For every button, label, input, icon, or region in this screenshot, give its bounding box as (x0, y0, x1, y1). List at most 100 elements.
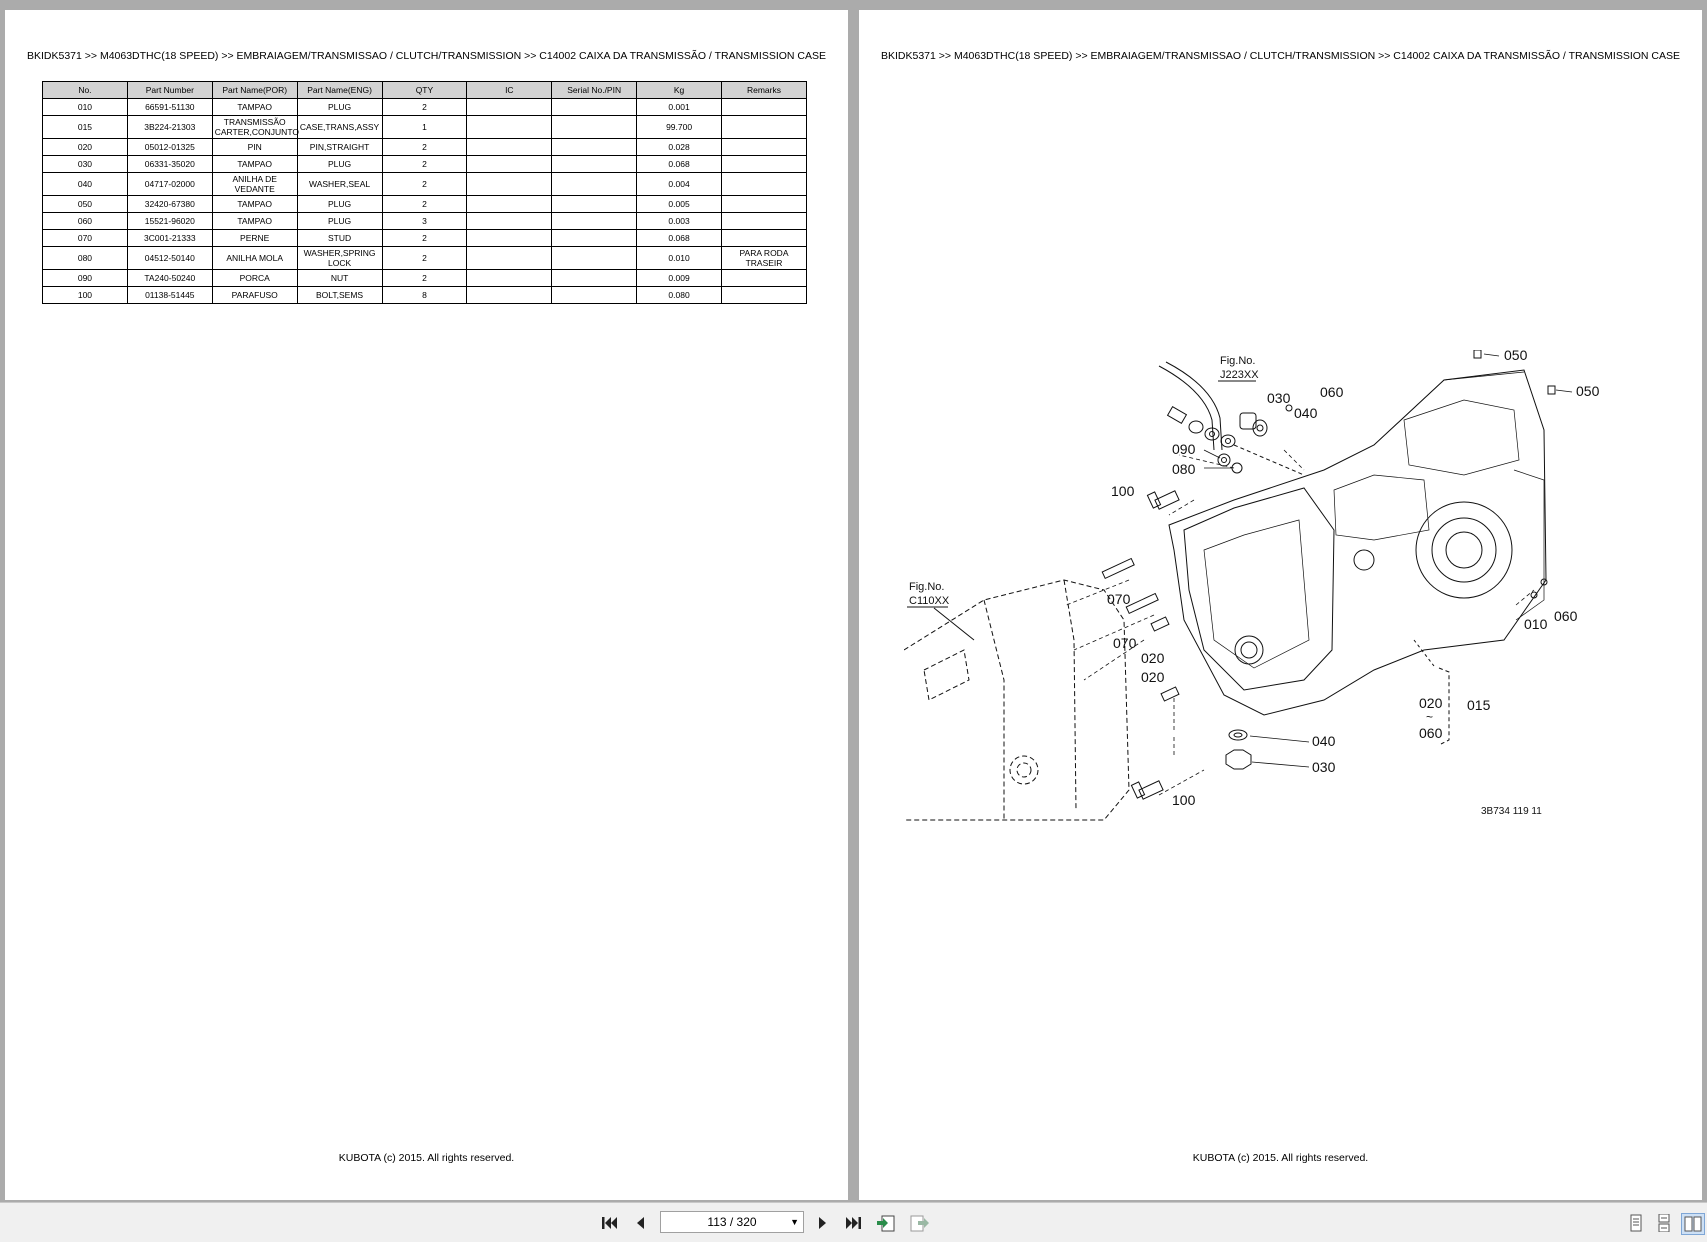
stud-070-b (1125, 592, 1159, 615)
cell-part-name-por: ANILHA DE VEDANTE (211, 172, 298, 196)
cell-serial (551, 138, 638, 156)
cell-remarks (721, 98, 807, 116)
callout-080: 080 (1172, 461, 1196, 477)
callout-060: 060 (1419, 725, 1443, 741)
cell-no: 060 (42, 212, 128, 230)
callout-leaders (1203, 353, 1573, 768)
table-header-row: No. Part Number Part Name(POR) Part Name… (42, 81, 807, 99)
fitting-assembly (1166, 405, 1236, 448)
plug-060-010 (1285, 404, 1548, 599)
col-part-name-eng: Part Name(ENG) (296, 81, 383, 99)
callout-020: 020 (1419, 695, 1443, 711)
cell-part-number: 3B224-21303 (126, 115, 213, 139)
cell-part-name-eng: BOLT,SEMS (296, 286, 383, 304)
cell-qty: 1 (381, 115, 468, 139)
cell-kg: 0.005 (636, 195, 722, 213)
cell-part-name-por: TAMPAO (211, 98, 298, 116)
cell-part-name-eng: WASHER,SPRING LOCK (296, 246, 383, 270)
breadcrumb: BKIDK5371 >> M4063DTHC(18 SPEED) >> EMBR… (880, 50, 1681, 62)
copyright-footer: KUBOTA (c) 2015. All rights reserved. (1192, 1152, 1369, 1164)
first-page-button[interactable] (599, 1213, 621, 1233)
col-qty: QTY (381, 81, 468, 99)
two-page-icon (1684, 1216, 1702, 1232)
cell-remarks: PARA RODA TRASEIR (721, 246, 807, 270)
cell-qty: 2 (381, 138, 468, 156)
cell-serial (551, 115, 638, 139)
callout-015: 015 (1467, 697, 1491, 713)
cell-no: 050 (42, 195, 128, 213)
page-number-input[interactable]: 113 / 320 ▼ (660, 1211, 804, 1233)
cell-part-name-por: TRANSMISSÃO CARTER,CONJUNTO (211, 115, 299, 139)
callout-090: 090 (1172, 441, 1196, 457)
continuous-view-button[interactable] (1653, 1213, 1675, 1233)
pin-020-a (1150, 616, 1170, 632)
cell-kg: 0.068 (636, 229, 722, 247)
figref-text: Fig.No. (1220, 355, 1255, 367)
cell-no: 020 (42, 138, 128, 156)
col-remarks: Remarks (721, 81, 807, 99)
cell-remarks (721, 286, 807, 304)
cell-serial (551, 212, 638, 230)
cell-no: 010 (42, 98, 128, 116)
last-page-button[interactable] (842, 1213, 864, 1233)
callout-tilde: ~ (1426, 710, 1433, 724)
cell-qty: 2 (381, 155, 468, 173)
cell-ic (466, 286, 553, 304)
cell-ic (466, 246, 553, 270)
bolt-100-bottom (1130, 780, 1164, 800)
exploded-parts-diagram: Fig.No. J223XX (904, 350, 1600, 821)
cell-part-number: 05012-01325 (126, 138, 213, 156)
cell-remarks (721, 172, 807, 196)
cell-ic (466, 115, 553, 139)
cell-remarks (721, 138, 807, 156)
two-page-view-button[interactable] (1681, 1213, 1705, 1235)
go-back-view-button[interactable] (875, 1213, 897, 1233)
col-ic: IC (466, 81, 553, 99)
callout-050: 050 (1504, 350, 1528, 363)
callout-060: 060 (1320, 384, 1344, 400)
cell-kg: 0.010 (636, 246, 722, 270)
cell-part-name-por: ANILHA MOLA (211, 246, 298, 270)
cell-remarks (721, 269, 807, 287)
cell-part-number: 15521-96020 (126, 212, 213, 230)
callout-070: 070 (1113, 635, 1137, 651)
right-page: BKIDK5371 >> M4063DTHC(18 SPEED) >> EMBR… (859, 10, 1702, 1200)
cell-qty: 2 (381, 269, 468, 287)
callout-020: 020 (1141, 669, 1165, 685)
next-page-button[interactable] (812, 1213, 834, 1233)
cell-no: 040 (42, 172, 128, 196)
cell-part-name-por: PORCA (211, 269, 298, 287)
callout-040: 040 (1294, 405, 1318, 421)
cell-no: 015 (42, 115, 128, 139)
cell-remarks (721, 212, 807, 230)
go-forward-view-button[interactable] (908, 1213, 930, 1233)
parts-table: No. Part Number Part Name(POR) Part Name… (42, 81, 807, 304)
single-page-icon (1630, 1214, 1642, 1232)
back-view-icon (877, 1215, 895, 1232)
cell-kg: 0.068 (636, 155, 722, 173)
single-page-view-button[interactable] (1625, 1213, 1647, 1233)
cell-part-number: 66591-51130 (126, 98, 213, 116)
cell-kg: 0.003 (636, 212, 722, 230)
forward-view-icon (910, 1215, 929, 1232)
chevron-down-icon[interactable]: ▼ (790, 1217, 799, 1227)
cell-part-name-eng: PIN,STRAIGHT (296, 138, 383, 156)
cell-no: 070 (42, 229, 128, 247)
left-page: BKIDK5371 >> M4063DTHC(18 SPEED) >> EMBR… (5, 10, 848, 1200)
cell-serial (551, 286, 638, 304)
callout-060: 060 (1554, 608, 1578, 624)
cell-part-number: 01138-51445 (126, 286, 213, 304)
cell-no: 100 (42, 286, 128, 304)
cell-part-name-eng: CASE,TRANS,ASSY (296, 115, 383, 139)
previous-page-button[interactable] (629, 1213, 651, 1233)
plug-050 (1473, 350, 1556, 395)
callout-020: 020 (1141, 650, 1165, 666)
cell-part-name-eng: PLUG (296, 98, 383, 116)
cell-serial (551, 229, 638, 247)
callout-070: 070 (1107, 591, 1131, 607)
